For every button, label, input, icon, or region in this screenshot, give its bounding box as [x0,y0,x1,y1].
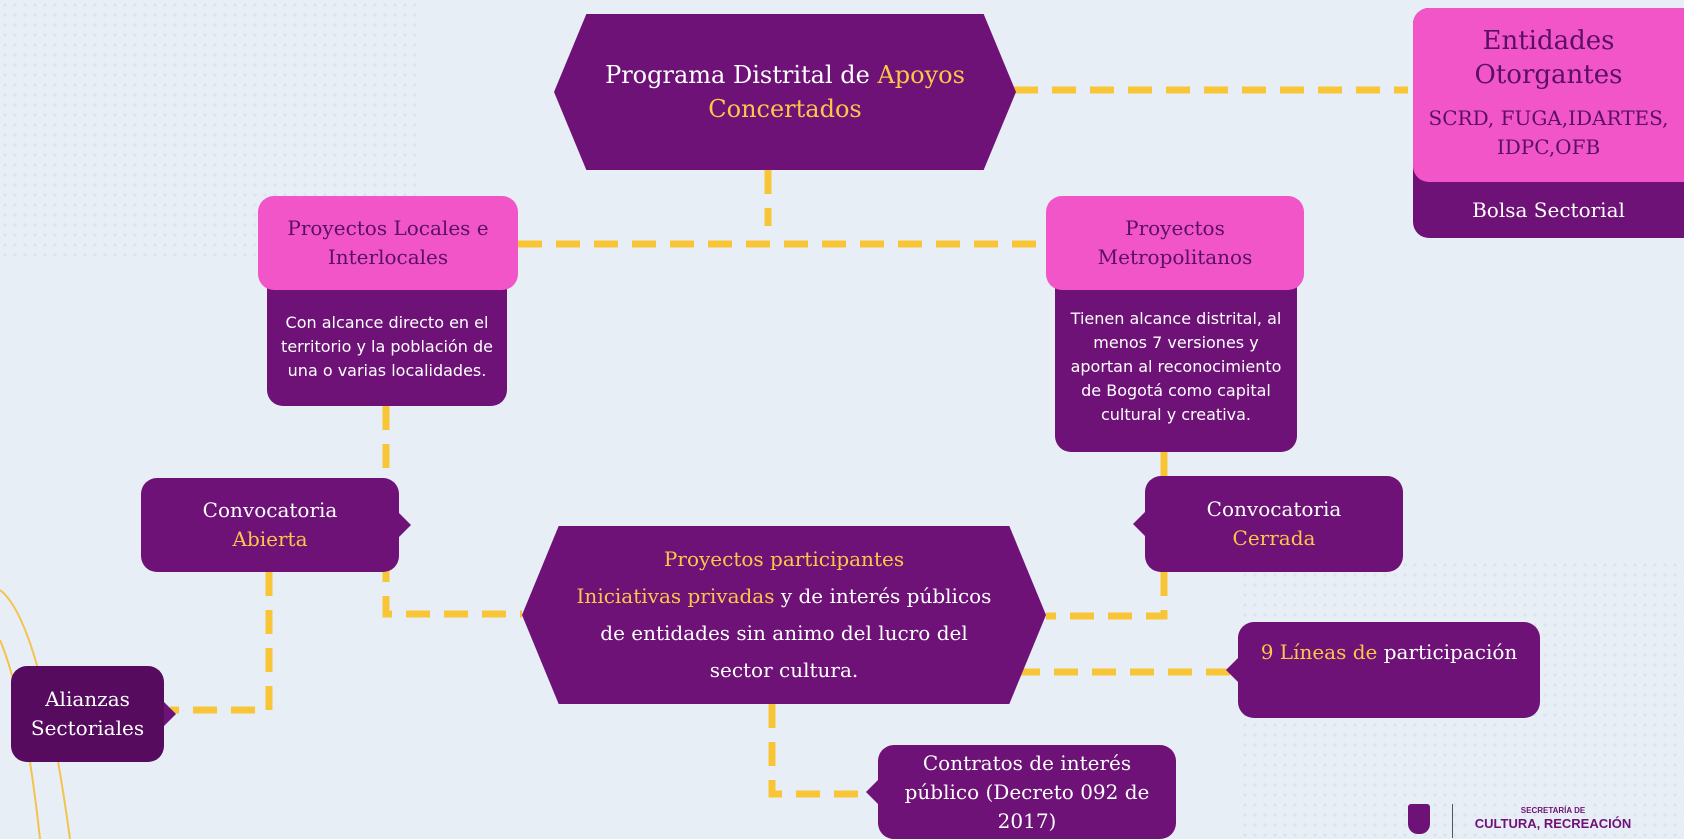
lineas-highlight: 9 Líneas de [1260,640,1378,664]
local-projects-description: Con alcance directo en el territorio y l… [281,313,493,380]
alianzas-label: Alianzas Sectoriales [30,687,145,740]
convocatoria-cerrada-highlight: Cerrada [1232,526,1316,550]
convocatoria-cerrada-label: Convocatoria [1206,497,1342,521]
secretaria-logo: SECRETARÍA DE CULTURA, RECREACIÓN [1408,802,1684,839]
entidades-footer: Bolsa Sectorial [1472,197,1625,222]
logo-small-text: SECRETARÍA DE [1520,806,1586,815]
convocatoria-abierta: Convocatoria Abierta [141,478,411,572]
local-projects-header: Proyectos Locales e Interlocales [258,196,518,290]
participants-hexagon: Proyectos participantes Iniciativas priv… [522,526,1046,704]
program-title-line2: Concertados [708,95,862,123]
metro-projects-title: Proyectos Metropolitanos [1097,216,1253,269]
convocatoria-abierta-label: Convocatoria [202,498,338,522]
local-projects-title: Proyectos Locales e Interlocales [287,216,489,269]
convocatoria-cerrada: Convocatoria Cerrada [1133,476,1403,572]
program-title-hexagon: Programa Distrital de Apoyos Concertados [554,14,1016,170]
participants-title: Proyectos participantes [663,547,905,571]
logo-separator [1452,804,1453,838]
alianzas-sectoriales: Alianzas Sectoriales [11,666,176,762]
entidades-header: Entidades Otorgantes SCRD, FUGA,IDARTES,… [1413,8,1684,182]
logo-big-text: CULTURA, RECREACIÓN [1474,816,1632,831]
lineas-rest: participación [1377,640,1518,664]
lineas-participacion: 9 Líneas de participación [1226,622,1540,718]
contratos-interes-publico: Contratos de interés público (Decreto 09… [866,745,1176,839]
contratos-label: Contratos de interés público (Decreto 09… [904,750,1150,833]
participants-rest: y de interés públicos de entidades sin a… [600,584,992,682]
metro-projects-description: Tienen alcance distrital, al menos 7 ver… [1070,309,1282,424]
participants-text: Iniciativas privadas y de interés públic… [566,578,1002,689]
bogota-shield-icon [1408,804,1430,834]
program-title-line1: Programa Distrital de Apoyos [605,58,965,92]
convocatoria-abierta-highlight: Abierta [232,527,308,551]
entidades-list: SCRD, FUGA,IDARTES, IDPC,OFB [1428,106,1669,159]
metro-projects-header: Proyectos Metropolitanos [1046,196,1304,290]
program-title-prefix: Programa Distrital de [605,61,878,89]
program-title-highlight: Apoyos [877,61,965,89]
participants-highlight: Iniciativas privadas [576,584,775,608]
entidades-title: Entidades Otorgantes [1474,26,1623,90]
